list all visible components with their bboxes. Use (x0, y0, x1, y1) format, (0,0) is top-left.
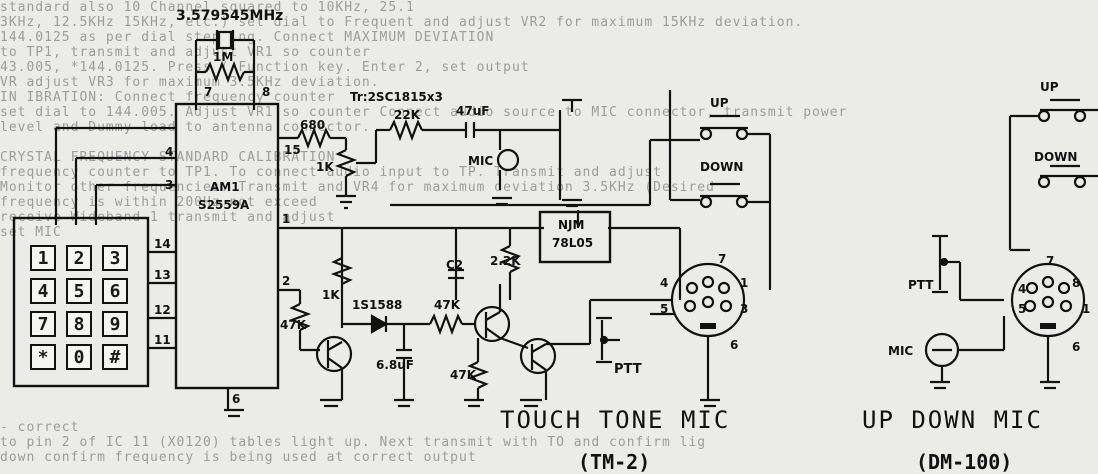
keypad-key-7: 7 (30, 311, 56, 337)
pin1-supply (278, 138, 700, 300)
keypad-key-4: 4 (30, 278, 56, 304)
background-text-line: 144.0125 as per dial stepping. Connect M… (0, 30, 495, 44)
pin-14-label: 14 (154, 237, 171, 251)
background-text-line: 3KHz, 12.5KHz 15KHz, etc.) set dial to F… (0, 15, 804, 29)
tm2-down-label: DOWN (700, 160, 744, 174)
keypad-key-0: 0 (66, 344, 92, 370)
dm100-mic-label: MIC (888, 344, 914, 358)
dm100-caption: UP DOWN MIC (862, 406, 1043, 434)
ground-symbols (224, 98, 1060, 418)
regulator-njm78l05 (538, 210, 612, 264)
tm2-pin-number: 3 (740, 302, 749, 316)
crystal-oscillator (194, 30, 256, 110)
keypad-key-1: 1 (30, 245, 56, 271)
pin-2-label: 2 (282, 274, 291, 288)
background-text-line: to pin 2 of IC 11 (X0120) tables light u… (0, 435, 707, 449)
background-text-line: 43.005, *144.0125. Press ( Function key.… (0, 60, 530, 74)
background-text-line: VR adjust VR3 for maximum 3.5KHz deviati… (0, 75, 380, 89)
dm100-pin-number: 4 (1018, 282, 1027, 296)
keypad-frame (12, 216, 150, 388)
tm2-pin-number: 6 (730, 338, 739, 352)
ic-name-line2: S2559A (198, 198, 250, 212)
dm100-pin-number: 5 (1018, 302, 1027, 316)
background-text-line: Monitor other frequencies. Transmit and … (0, 180, 715, 194)
transistor-type-label: Tr:2SC1815x3 (350, 90, 443, 104)
capacitor-6-8uf-label: 6.8uF (376, 358, 414, 372)
capacitor-c2-label: C2 (446, 258, 464, 272)
ptt-label: PTT (614, 362, 642, 377)
resistor-47k-low-label: 47K (450, 368, 476, 382)
background-text-line: frequency counter to TP1. To connect aud… (0, 165, 662, 179)
resistor-22k-label: 22K (394, 108, 420, 122)
background-text-line: to TP1, transmit and adjust VR1 so count… (0, 45, 371, 59)
pin-12-label: 12 (154, 303, 171, 317)
diode-label: 1S1588 (352, 298, 403, 312)
dm100-model: (DM-100) (916, 450, 1013, 474)
pin-13-label: 13 (154, 268, 171, 282)
pin-7-label: 7 (204, 85, 213, 99)
keypad-key-6: 6 (102, 278, 128, 304)
dm100-pin-number: 1 (1082, 302, 1091, 316)
tm2-connector (650, 262, 746, 400)
resistor-2-2k-label: 2.2K (490, 254, 521, 268)
pin2-network (278, 228, 650, 400)
background-text-line: - correct (0, 420, 80, 434)
crystal-resistor-label: 1M (213, 50, 234, 64)
crystal-frequency-label: 3.579545MHz (176, 8, 284, 24)
regulator-line2: 78L05 (552, 236, 594, 250)
keypad-key-5: 5 (66, 278, 92, 304)
keypad-key-3: 3 (102, 245, 128, 271)
pin15-network (278, 110, 562, 210)
resistor-47k-mid-label: 47K (434, 298, 460, 312)
dm100-section (924, 98, 1098, 382)
background-text-line: set dial to 144.005. Adjust VR1 so count… (0, 105, 848, 119)
vr-1k-label: 1K (316, 160, 334, 174)
pin-11-label: 11 (154, 333, 171, 347)
tm2-pin-number: 1 (740, 276, 749, 290)
background-text-line: IN IBRATION: Connect frequency counter (0, 90, 336, 104)
pin-1-label: 1 (282, 212, 291, 226)
dm100-up-label: UP (1040, 80, 1059, 94)
keypad-key-star: * (30, 344, 56, 370)
dm100-pin-number: 7 (1046, 254, 1055, 268)
tm2-updown-switches (668, 90, 772, 290)
tm2-model: (TM-2) (578, 450, 651, 474)
pin-15-label: 15 (284, 143, 301, 157)
pin-6-label: 6 (232, 392, 241, 406)
dm100-down-label: DOWN (1034, 150, 1078, 164)
ic-am1-s2559a (174, 102, 280, 390)
tm2-pin-number: 5 (660, 302, 669, 316)
ic-name-line1: AM1 (210, 180, 240, 194)
pin-8-label: 8 (262, 85, 271, 99)
background-text-line: frequency is within 200Hz not exceed (0, 195, 318, 209)
dm100-pin-number: 8 (1072, 276, 1081, 290)
tm2-pin-number: 7 (718, 252, 727, 266)
background-text-line: standard also 10 Channel squared to 10KH… (0, 0, 415, 14)
resistor-1k-label: 1K (322, 288, 340, 302)
tm2-pin-number: 4 (660, 276, 669, 290)
mic-element-label: MIC (468, 154, 494, 168)
background-text-line: down confirm frequency is being used at … (0, 450, 477, 464)
dm100-ptt-label: PTT (908, 278, 934, 292)
keypad-key-2: 2 (66, 245, 92, 271)
capacitor-47uf-label: 47uF (456, 104, 490, 118)
tm2-caption: TOUCH TONE MIC (500, 406, 731, 434)
resistor-680-label: 680 (300, 118, 326, 132)
background-text-line: receive Wideband 1 transmit and adjust (0, 210, 336, 224)
keypad-key-9: 9 (102, 311, 128, 337)
keypad-key-hash: # (102, 344, 128, 370)
keypad-key-8: 8 (66, 311, 92, 337)
pin-3-label: 3 (165, 178, 174, 192)
resistor-47k-left-label: 47K (280, 318, 306, 332)
regulator-line1: NJM (558, 218, 585, 232)
tm2-up-label: UP (710, 96, 729, 110)
dm100-pin-number: 6 (1072, 340, 1081, 354)
pin-4-label: 4 (165, 145, 174, 159)
